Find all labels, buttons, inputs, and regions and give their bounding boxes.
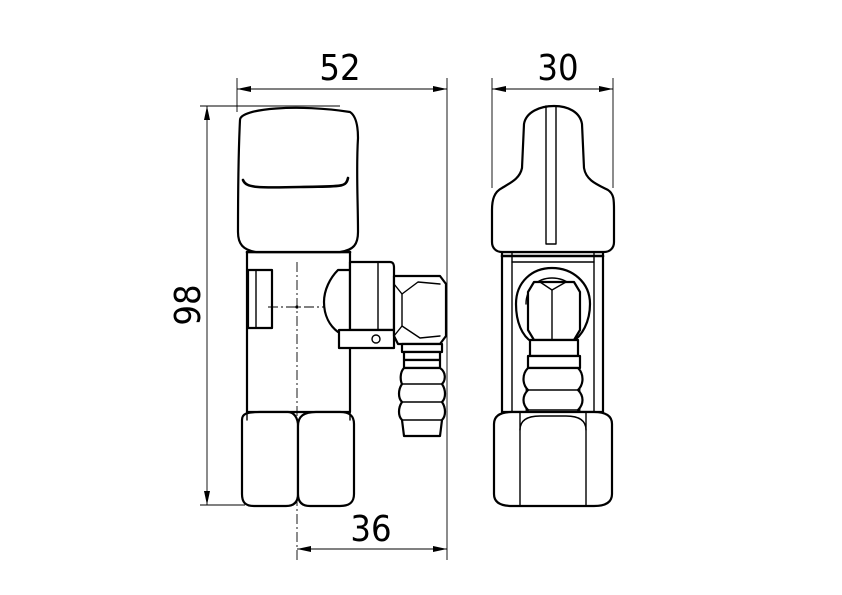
front-view	[236, 106, 448, 508]
dimension-label-98: 98	[168, 284, 209, 325]
dimension-height: 98	[168, 105, 340, 506]
dimension-width-side: 30	[491, 48, 614, 188]
dimension-label-30: 30	[537, 48, 578, 89]
side-view	[490, 104, 616, 508]
front-side-boss	[246, 268, 274, 330]
front-hex-nut	[240, 410, 300, 508]
dimension-label-52: 52	[319, 48, 360, 89]
dimension-label-36: 36	[350, 509, 391, 550]
side-knob	[490, 104, 616, 254]
side-hex-nut	[492, 410, 614, 508]
front-outlet-hex	[392, 274, 448, 346]
dimension-width-front: 52	[236, 48, 448, 262]
front-knob	[236, 106, 360, 254]
